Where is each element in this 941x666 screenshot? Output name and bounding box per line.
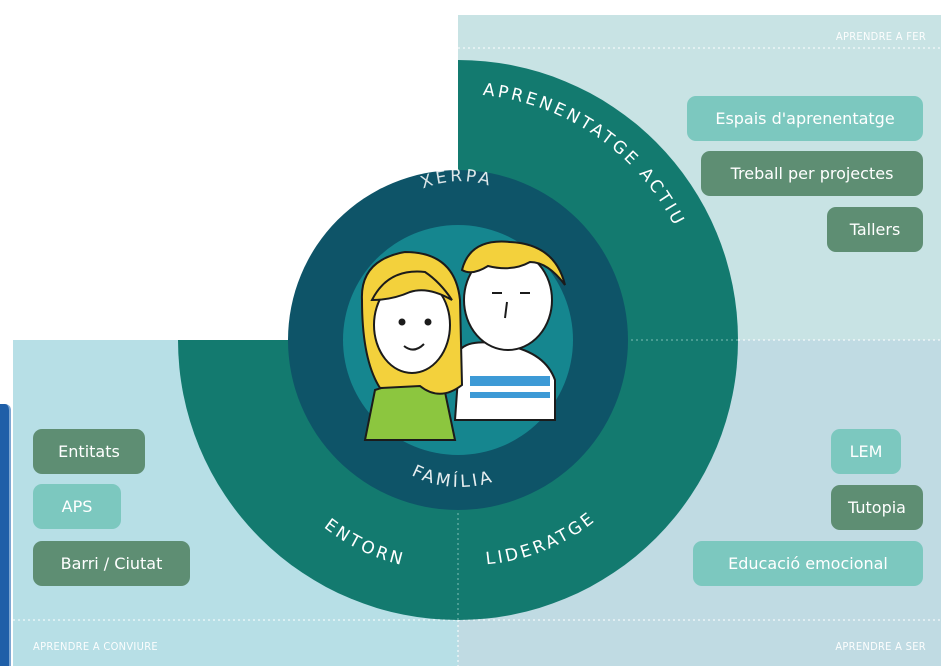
pill-educacio-emocional: Educació emocional: [693, 541, 923, 586]
blue-edge-panel: [0, 404, 11, 666]
pill-tutopia: Tutopia: [831, 485, 923, 530]
pill-espais-daprenentatge: Espais d'aprenentatge: [687, 96, 923, 141]
two-children-illustration: [360, 240, 566, 441]
pill-entitats: Entitats: [33, 429, 145, 474]
pill-treball-per-projectes: Treball per projectes: [701, 151, 923, 196]
quadrant-label-aprendre-a-ser: APRENDRE A SER: [835, 640, 926, 653]
quadrant-label-aprendre-a-fer: APRENDRE A FER: [835, 30, 926, 43]
pill-tallers: Tallers: [827, 207, 923, 252]
pill-lem: LEM: [831, 429, 901, 474]
pill-aps: APS: [33, 484, 121, 529]
quadrant-label-aprendre-a-conviure: APRENDRE A CONVIURE: [33, 640, 158, 653]
pill-barri-ciutat: Barri / Ciutat: [33, 541, 190, 586]
